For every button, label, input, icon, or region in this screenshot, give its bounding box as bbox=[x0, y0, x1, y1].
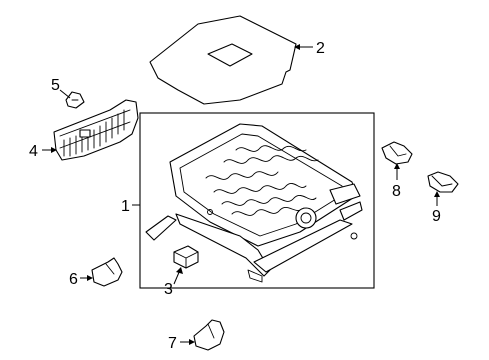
callout-5: 5 bbox=[51, 77, 60, 94]
arrowhead-7 bbox=[189, 339, 195, 345]
arrowhead-2 bbox=[294, 44, 300, 50]
arrowhead-9 bbox=[434, 191, 440, 197]
arrowhead-4 bbox=[51, 147, 57, 153]
clip-part-9 bbox=[427, 171, 459, 193]
arrowhead-8 bbox=[394, 163, 400, 169]
callout-3: 3 bbox=[164, 281, 173, 298]
callout-8: 8 bbox=[392, 183, 401, 200]
seat-frame-box bbox=[139, 112, 375, 289]
callout-2: 2 bbox=[316, 40, 325, 57]
end-cap-part-7 bbox=[193, 319, 225, 351]
seat-frame-part-1 bbox=[145, 123, 363, 283]
leader-line-5 bbox=[59, 89, 71, 99]
seat-cushion-pad-part-2 bbox=[149, 15, 297, 105]
clip-part-8 bbox=[381, 141, 413, 165]
side-shield-cover-part-4 bbox=[53, 99, 139, 161]
switch-part-3 bbox=[173, 245, 199, 269]
callout-4: 4 bbox=[29, 143, 38, 160]
callout-1: 1 bbox=[121, 198, 130, 215]
arrowhead-6 bbox=[87, 275, 93, 281]
clip-part-5 bbox=[65, 91, 85, 109]
callout-7: 7 bbox=[168, 335, 177, 352]
arrowhead-3 bbox=[176, 267, 183, 274]
end-cap-part-6 bbox=[91, 257, 123, 287]
callout-9: 9 bbox=[432, 208, 441, 225]
callout-6: 6 bbox=[69, 271, 78, 288]
